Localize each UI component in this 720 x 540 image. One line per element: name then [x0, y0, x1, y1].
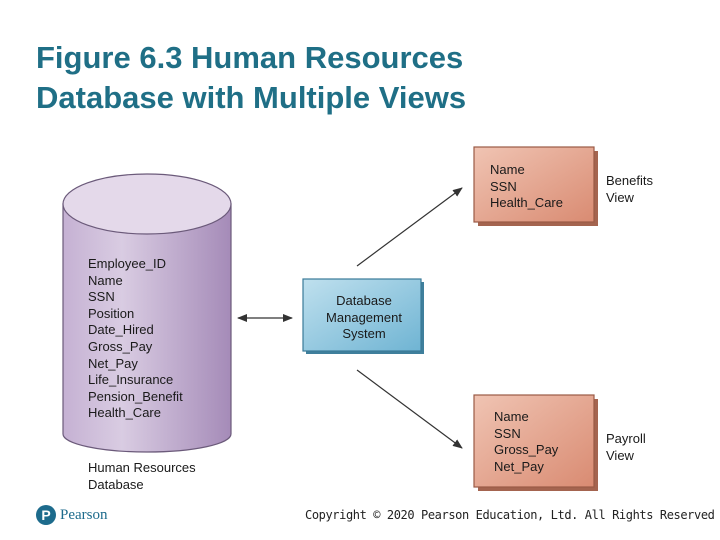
database-caption: Human Resources Database [88, 460, 196, 492]
payroll-view-box [473, 394, 598, 491]
db-field: Name [88, 272, 123, 288]
dbms-payroll-arrow [356, 369, 463, 449]
benefits-view-caption: Benefits View [606, 173, 653, 205]
db-field: Pension_Benefit [88, 388, 183, 404]
db-field: Health_Care [88, 405, 161, 421]
view-field: Name [490, 162, 525, 177]
payroll-view-field-list: Name SSN Gross_Pay Net_Pay [494, 409, 558, 475]
slide-title: Figure 6.3 Human Resources Database with… [36, 38, 656, 118]
pearson-logo: P Pearson [36, 505, 108, 525]
benefits-view-field-list: Name SSN Health_Care [490, 162, 563, 212]
database-field-list: Employee_ID Name SSN Position Date_Hired… [88, 256, 183, 422]
db-field: Employee_ID [88, 256, 167, 271]
db-field: Net_Pay [88, 355, 138, 371]
copyright-notice: Copyright © 2020 Pearson Education, Ltd.… [305, 508, 715, 522]
db-field: Date_Hired [88, 322, 154, 338]
dbms-benefits-arrow [356, 187, 463, 267]
title-line-2: Database with Multiple Views [36, 80, 467, 115]
title-line-1: Figure 6.3 Human Resources [36, 40, 464, 75]
db-field: SSN [88, 289, 115, 305]
view-field: Gross_Pay [494, 442, 559, 458]
benefits-view-box [473, 146, 598, 226]
view-field: SSN [494, 425, 521, 441]
pearson-logo-text: Pearson [60, 506, 108, 523]
view-field: Health_Care [490, 195, 563, 211]
dbms-box [302, 278, 424, 354]
pearson-p-icon: P [36, 505, 56, 525]
db-field: Gross_Pay [88, 338, 153, 354]
db-field: Life_Insurance [88, 372, 174, 388]
view-field: Net_Pay [494, 458, 544, 474]
view-field: SSN [490, 178, 517, 194]
view-field: Name [494, 409, 529, 424]
db-field: Position [88, 305, 135, 321]
payroll-view-caption: Payroll View [606, 431, 646, 463]
database-cylinder [62, 173, 232, 453]
dbms-label: Database Management System [326, 293, 402, 341]
